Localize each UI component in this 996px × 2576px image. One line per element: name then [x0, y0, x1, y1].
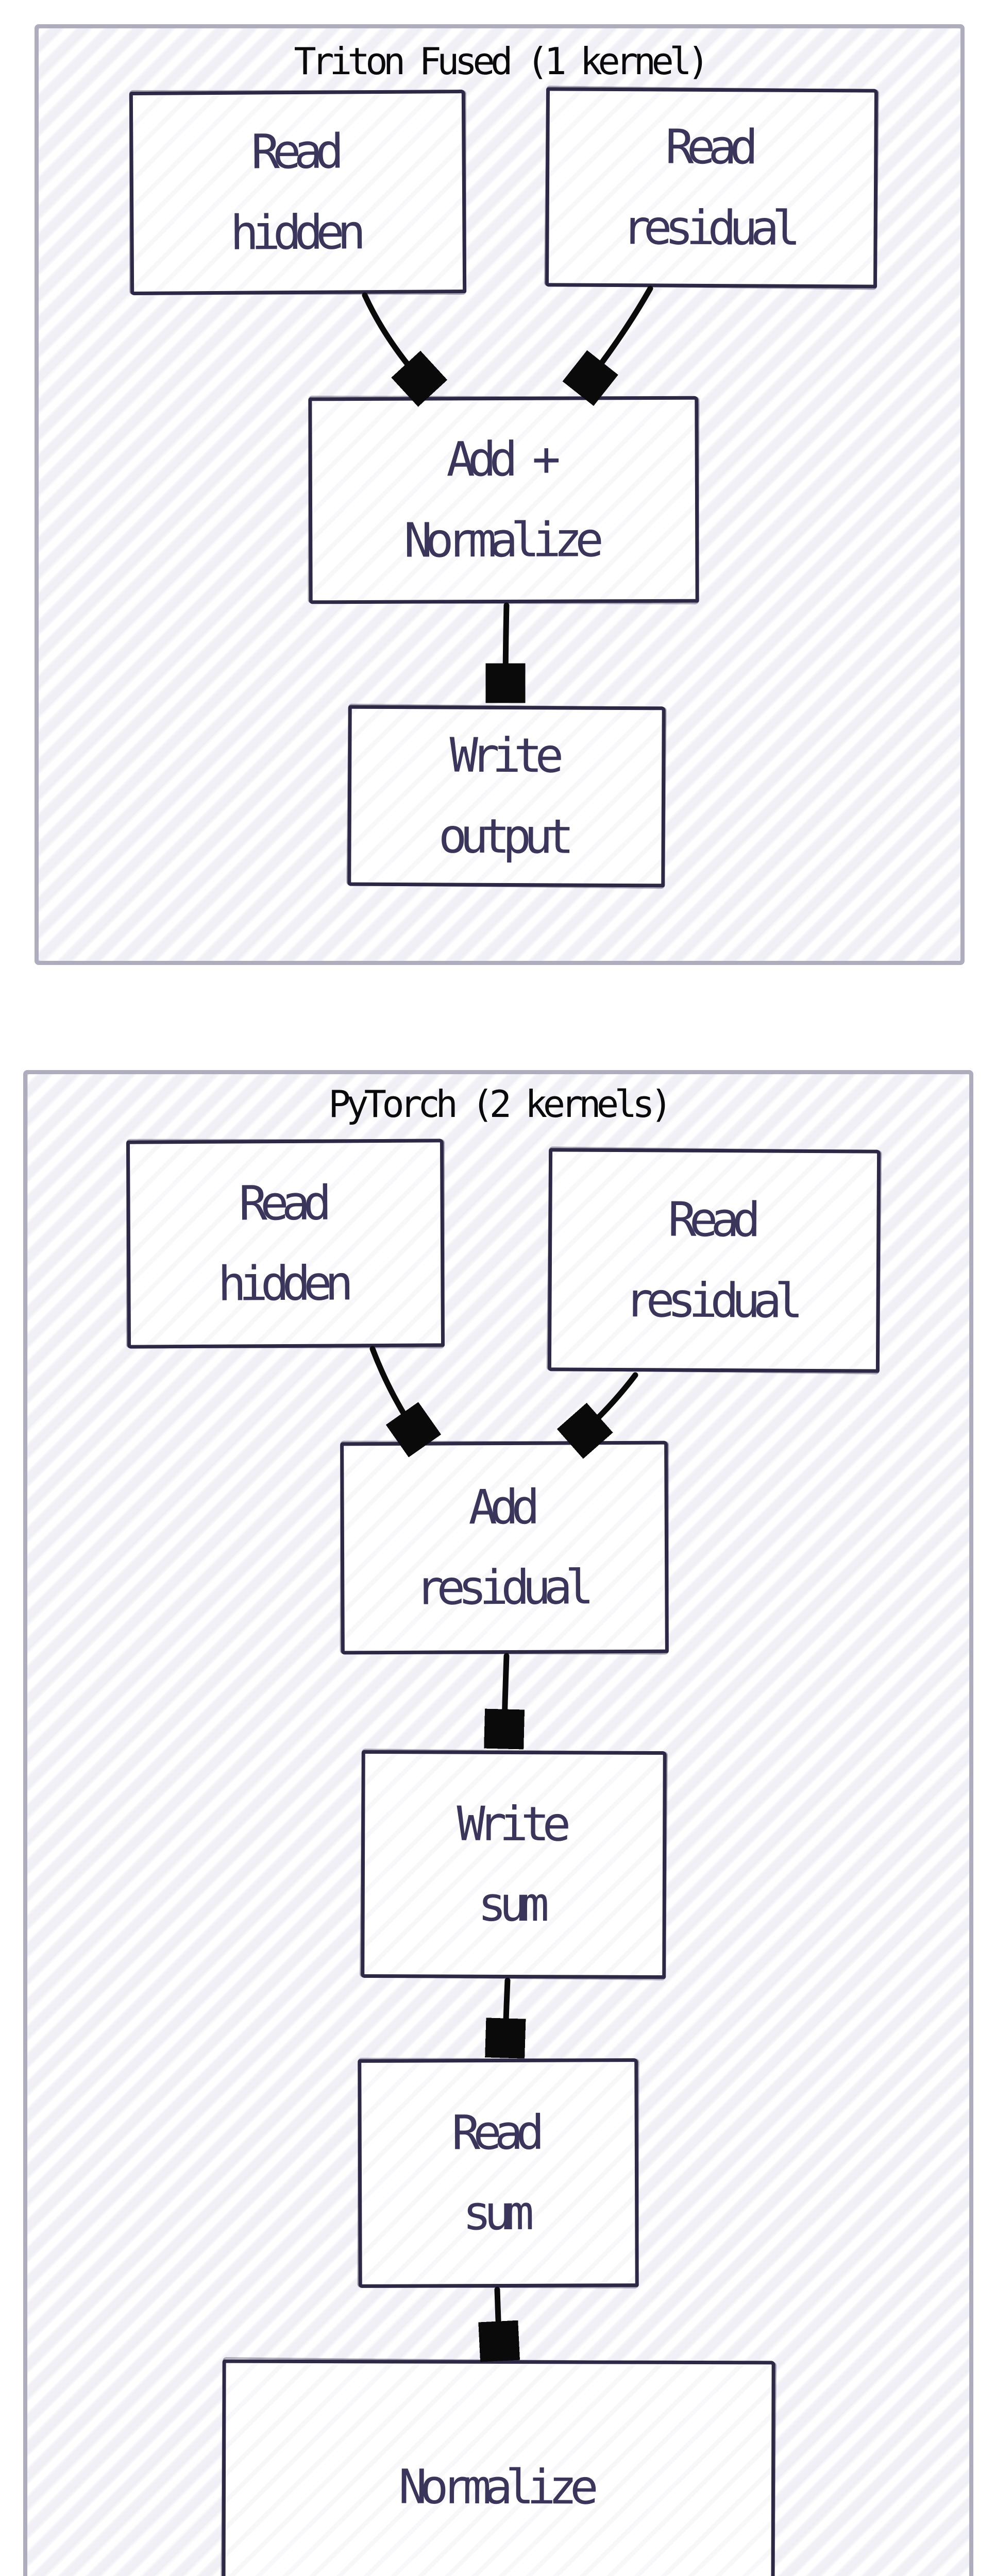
node-label: Normalize — [398, 2459, 592, 2515]
arrow-read-hidden-to-add-residual — [369, 1346, 421, 1441]
node-add-residual: Add residual — [340, 1440, 669, 1655]
node-label: Read residual — [622, 119, 794, 256]
panel-title-pytorch: PyTorch (2 kernels) — [328, 1082, 672, 1126]
node-label: Add residual — [415, 1479, 587, 1616]
node-read-sum: Read sum — [358, 2058, 639, 2288]
panel-title-triton-fused: Triton Fused (1 kernel) — [294, 40, 710, 83]
node-read-residual: Read residual — [547, 1148, 881, 1373]
node-label: Write sum — [457, 1796, 564, 1933]
panel-triton-fused: Triton Fused (1 kernel) Read hidden Read… — [35, 24, 965, 965]
panel-pytorch: PyTorch (2 kernels) Read hidden Read res… — [23, 1070, 973, 2576]
node-write-output: Write output — [347, 705, 666, 888]
arrow-read-sum-to-normalize — [497, 2286, 500, 2355]
arrow-read-residual-to-add-residual — [575, 1372, 638, 1440]
arrow-read-hidden-to-add-normalize — [362, 292, 429, 389]
node-label: Read hidden — [217, 1175, 347, 1312]
arrow-read-residual-to-add-normalize — [582, 285, 653, 389]
node-label: Read residual — [624, 1192, 797, 1329]
node-label: Write output — [438, 727, 567, 865]
node-label: Read sum — [451, 2105, 538, 2241]
node-read-hidden: Read hidden — [126, 1139, 445, 1349]
node-add-normalize: Add + Normalize — [308, 396, 699, 604]
node-label: Read hidden — [230, 124, 359, 261]
arrow-write-sum-to-read-sum — [505, 1977, 508, 2052]
arrow-add-normalize-to-write-output — [505, 602, 507, 697]
node-normalize: Normalize — [222, 2359, 775, 2576]
node-label: Add + Normalize — [403, 431, 597, 568]
node-read-residual: Read residual — [545, 87, 879, 289]
arrow-add-residual-to-write-sum — [504, 1653, 507, 1743]
node-write-sum: Write sum — [361, 1750, 667, 1979]
node-read-hidden: Read hidden — [129, 90, 467, 295]
